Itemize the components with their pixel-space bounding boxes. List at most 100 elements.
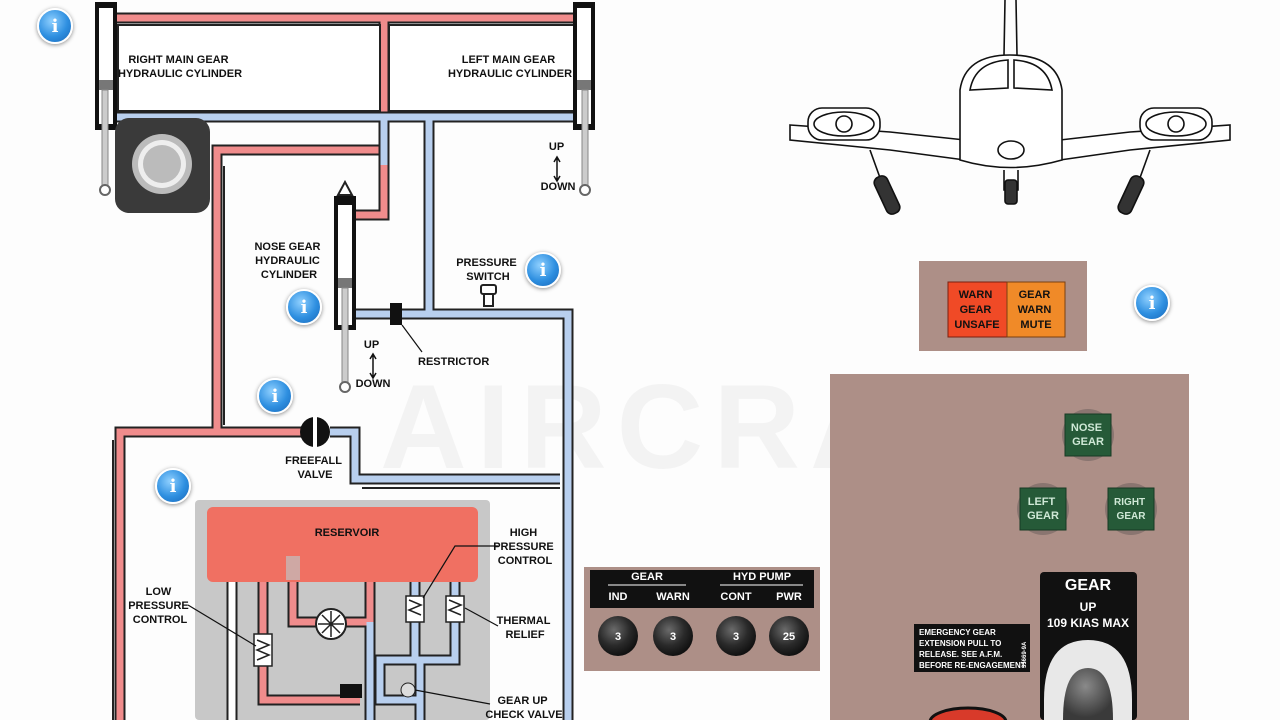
breaker-ind[interactable]: 3 xyxy=(598,616,638,656)
up-label-left: UP xyxy=(549,141,564,153)
svg-text:NOSE GEAR HYDRAULIC CY: NOSE GEAR HYDRAULIC CYLINDER xyxy=(254,241,323,281)
breaker-warn[interactable]: 3 xyxy=(653,616,693,656)
nose-gear-light-2: GEAR xyxy=(1072,436,1104,448)
nose-gear-label-2: HYDRAULIC xyxy=(255,255,320,267)
pressure-switch xyxy=(480,284,497,307)
info-icon-annunciator[interactable]: i xyxy=(1134,285,1170,321)
pressure-switch-label-1: PRESSURE xyxy=(456,257,517,269)
info-icon-nose-gear[interactable]: i xyxy=(286,289,322,325)
nose-gear-light: NOSE GEAR xyxy=(1062,409,1114,461)
thermal-relief-label-1: THERMAL xyxy=(497,615,551,627)
down-label-nose: DOWN xyxy=(356,378,391,390)
info-icon-freefall[interactable]: i xyxy=(257,378,293,414)
svg-text:FREEFALL VALVE: FREEFALL VALVE xyxy=(285,455,345,481)
svg-text:HIGH PRESSURE CONTROL: HIGH PRESSURE CONTROL xyxy=(493,527,557,567)
reservoir-label: RESERVOIR xyxy=(315,527,380,539)
gear-up-check-label-2: CHECK VALVE xyxy=(485,709,562,720)
right-gear-light: RIGHT GEAR xyxy=(1105,483,1157,535)
high-pressure-label-1: HIGH xyxy=(510,527,538,539)
left-main-gear-label-1: LEFT MAIN GEAR xyxy=(462,54,556,66)
breaker-label-cont: CONT xyxy=(720,591,751,603)
svg-text:25: 25 xyxy=(783,631,795,643)
breaker-group-hyd-pump: HYD PUMP xyxy=(733,571,791,583)
power-pack: RESERVOIR xyxy=(195,500,490,720)
svg-text:PRESSURE SWITCH: PRESSURE SWITCH xyxy=(456,257,520,283)
gear-handle-title: GEAR xyxy=(1065,577,1112,594)
svg-text:RIGHT MAIN GEAR HYDRAULIC: RIGHT MAIN GEAR HYDRAULIC CYLINDER xyxy=(118,54,242,80)
low-pressure-label-3: CONTROL xyxy=(133,614,188,626)
info-icon-top-left[interactable]: i xyxy=(37,8,73,44)
warn-gear-unsafe-1: WARN xyxy=(959,289,993,301)
left-gear-light-1: LEFT xyxy=(1028,496,1056,508)
gear-warn-mute-button[interactable]: GEAR WARN MUTE xyxy=(1006,281,1066,338)
breaker-group-gear: GEAR xyxy=(631,571,663,583)
svg-text:GEAR UP CHECK VALVE: GEAR UP CHECK VALVE xyxy=(485,695,562,720)
svg-text:THERMAL RELIEF: THERMAL RELIEF xyxy=(497,615,554,641)
breaker-cont[interactable]: 3 xyxy=(716,616,756,656)
breaker-pwr[interactable]: 25 xyxy=(769,616,809,656)
gear-warn-mute-3: MUTE xyxy=(1020,319,1051,331)
pressure-switch-label-2: SWITCH xyxy=(466,271,509,283)
high-pressure-label-3: CONTROL xyxy=(498,555,553,567)
breaker-label-warn: WARN xyxy=(656,591,690,603)
gear-handle-up-label: UP xyxy=(1080,600,1097,614)
svg-text:LOW PRESSURE CONTROL: LOW PRESSURE CONTROL xyxy=(128,586,192,626)
up-label-nose: UP xyxy=(364,339,379,351)
gear-handle-speed-label: 109 KIAS MAX xyxy=(1047,616,1129,630)
svg-text:UP DOWN: UP DOWN xyxy=(356,339,391,390)
svg-text:LEFT MAIN GEAR HYDRAULIC C: LEFT MAIN GEAR HYDRAULIC CYLINDER xyxy=(448,54,572,80)
svg-text:UP DOWN: UP DOWN xyxy=(541,141,576,193)
svg-text:EMERGENCY GEAR EXTENSION: EMERGENCY GEAR EXTENSION PULL TO RELEASE… xyxy=(919,628,1026,670)
right-gear-light-2: GEAR xyxy=(1117,511,1147,522)
nose-gear-label-3: CYLINDER xyxy=(261,269,317,281)
airplane-front-view-icon xyxy=(789,0,1231,215)
info-icon-low-pressure[interactable]: i xyxy=(155,468,191,504)
svg-text:LEFT GEAR: LEFT GEAR xyxy=(1027,496,1059,522)
warn-gear-unsafe-light: WARN GEAR UNSAFE xyxy=(947,281,1008,338)
left-gear-light: LEFT GEAR xyxy=(1017,483,1069,535)
gear-handle-assembly: GEAR UP 109 KIAS MAX xyxy=(1040,572,1137,720)
svg-text:WARN GEAR UNSAFE: WARN GEAR UNSAFE xyxy=(954,289,999,331)
left-main-gear-label-2: HYDRAULIC CYLINDER xyxy=(448,68,572,80)
emergency-gear-knob[interactable] xyxy=(928,706,1008,720)
restrictor xyxy=(390,303,402,325)
svg-text:3: 3 xyxy=(670,631,676,643)
freefall-valve-label-2: VALVE xyxy=(297,469,332,481)
warn-gear-unsafe-2: GEAR xyxy=(960,304,992,316)
info-icon-pressure-switch[interactable]: i xyxy=(525,252,561,288)
warn-gear-unsafe-3: UNSAFE xyxy=(954,319,999,331)
svg-text:GEAR WARN MUTE: GEAR WARN MUTE xyxy=(1018,289,1055,331)
svg-text:RIGHT GEAR: RIGHT GEAR xyxy=(1114,497,1148,522)
breaker-label-pwr: PWR xyxy=(776,591,802,603)
left-main-actuator xyxy=(573,2,595,196)
thermal-relief-label-2: RELIEF xyxy=(505,629,544,641)
low-pressure-label-1: LOW xyxy=(146,586,172,598)
right-main-gear-label-2: HYDRAULIC CYLINDER xyxy=(118,68,242,80)
up-down-arrow-icon xyxy=(369,352,377,380)
svg-text:3: 3 xyxy=(615,631,621,643)
left-gear-light-2: GEAR xyxy=(1027,510,1059,522)
svg-text:NOSE GEAR: NOSE GEAR xyxy=(1071,422,1105,448)
main-wheel xyxy=(115,118,210,213)
breaker-label-ind: IND xyxy=(609,591,628,603)
gear-handle[interactable] xyxy=(1063,668,1113,720)
svg-text:3: 3 xyxy=(733,631,739,643)
placard-part-no: 35669-9A xyxy=(1022,641,1028,668)
freefall-valve xyxy=(300,416,330,448)
gear-up-check-label-1: GEAR UP xyxy=(498,695,548,707)
nose-gear-light-1: NOSE xyxy=(1071,422,1102,434)
restrictor-label: RESTRICTOR xyxy=(418,356,489,368)
right-main-gear-label-1: RIGHT MAIN GEAR xyxy=(128,54,228,66)
hydraulic-lines xyxy=(100,12,588,720)
emergency-placard: EMERGENCY GEAR EXTENSION PULL TO RELEASE… xyxy=(914,624,1030,672)
down-label-left: DOWN xyxy=(541,181,576,193)
high-pressure-label-2: PRESSURE xyxy=(493,541,554,553)
nose-gear-cylinder xyxy=(334,179,356,393)
reservoir xyxy=(207,507,478,582)
gear-warn-mute-2: WARN xyxy=(1018,304,1052,316)
right-gear-light-1: RIGHT xyxy=(1114,497,1145,508)
freefall-valve-label-1: FREEFALL xyxy=(285,455,342,467)
right-main-gear-cylinder-box xyxy=(117,24,381,112)
up-down-arrow-icon xyxy=(553,155,561,183)
